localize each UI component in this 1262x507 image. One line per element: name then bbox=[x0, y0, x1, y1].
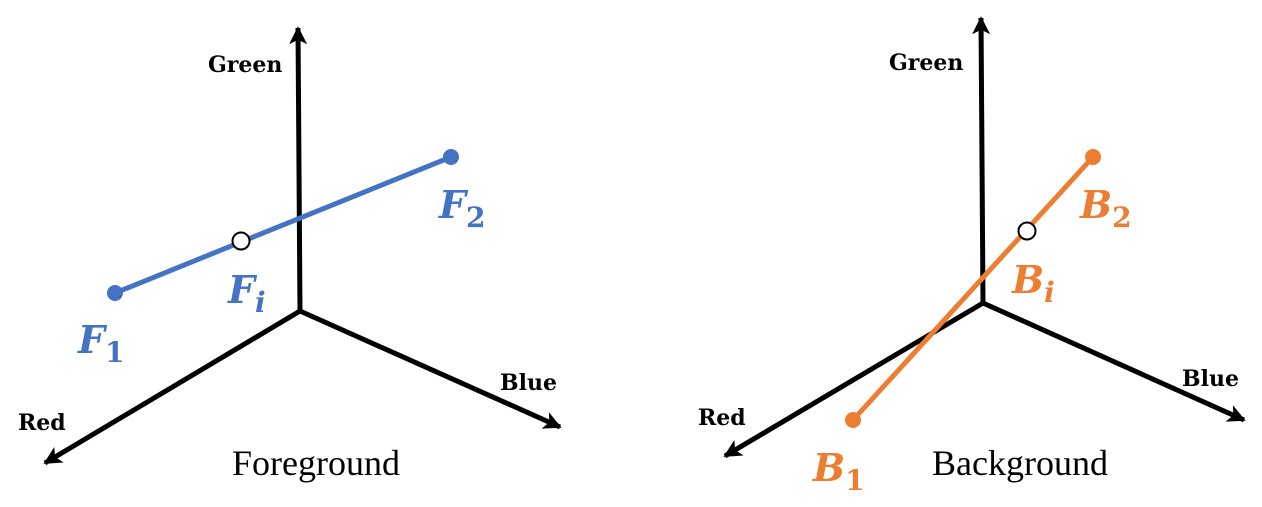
background-caption: Background bbox=[932, 443, 1108, 483]
foreground-axes bbox=[43, 26, 562, 466]
f1-label: F1 bbox=[77, 317, 124, 369]
f1-point bbox=[107, 285, 123, 301]
foreground-blue-axis bbox=[298, 308, 562, 430]
background-red-label: Red bbox=[698, 405, 746, 431]
foreground-green-axis bbox=[289, 26, 308, 312]
foreground-panel: Green Red Blue F1 F2 Fi Foreground bbox=[18, 26, 562, 483]
background-segment bbox=[851, 155, 1095, 422]
f2-label: F2 bbox=[438, 182, 485, 234]
bi-label: Bi bbox=[1011, 257, 1055, 309]
b2-label: B2 bbox=[1079, 182, 1132, 234]
background-green-axis bbox=[972, 16, 991, 304]
foreground-caption: Foreground bbox=[232, 443, 400, 483]
f2-point bbox=[443, 149, 459, 165]
foreground-red-label: Red bbox=[18, 410, 66, 436]
b1-label: B1 bbox=[812, 445, 865, 497]
background-blue-label: Blue bbox=[1182, 366, 1239, 392]
foreground-red-axis bbox=[43, 308, 302, 466]
b2-point bbox=[1085, 149, 1101, 165]
bi-point bbox=[1017, 221, 1037, 241]
background-blue-axis bbox=[981, 300, 1246, 423]
fi-label: Fi bbox=[227, 267, 266, 319]
foreground-segment bbox=[114, 154, 452, 296]
background-green-label: Green bbox=[889, 50, 963, 76]
foreground-green-label: Green bbox=[208, 52, 282, 78]
b1-point bbox=[845, 412, 861, 428]
foreground-blue-label: Blue bbox=[500, 370, 557, 396]
background-axes bbox=[723, 16, 1246, 459]
background-panel: Green Red Blue B1 B2 Bi Background bbox=[698, 16, 1246, 497]
fi-point bbox=[231, 231, 251, 251]
background-red-axis bbox=[723, 300, 985, 459]
